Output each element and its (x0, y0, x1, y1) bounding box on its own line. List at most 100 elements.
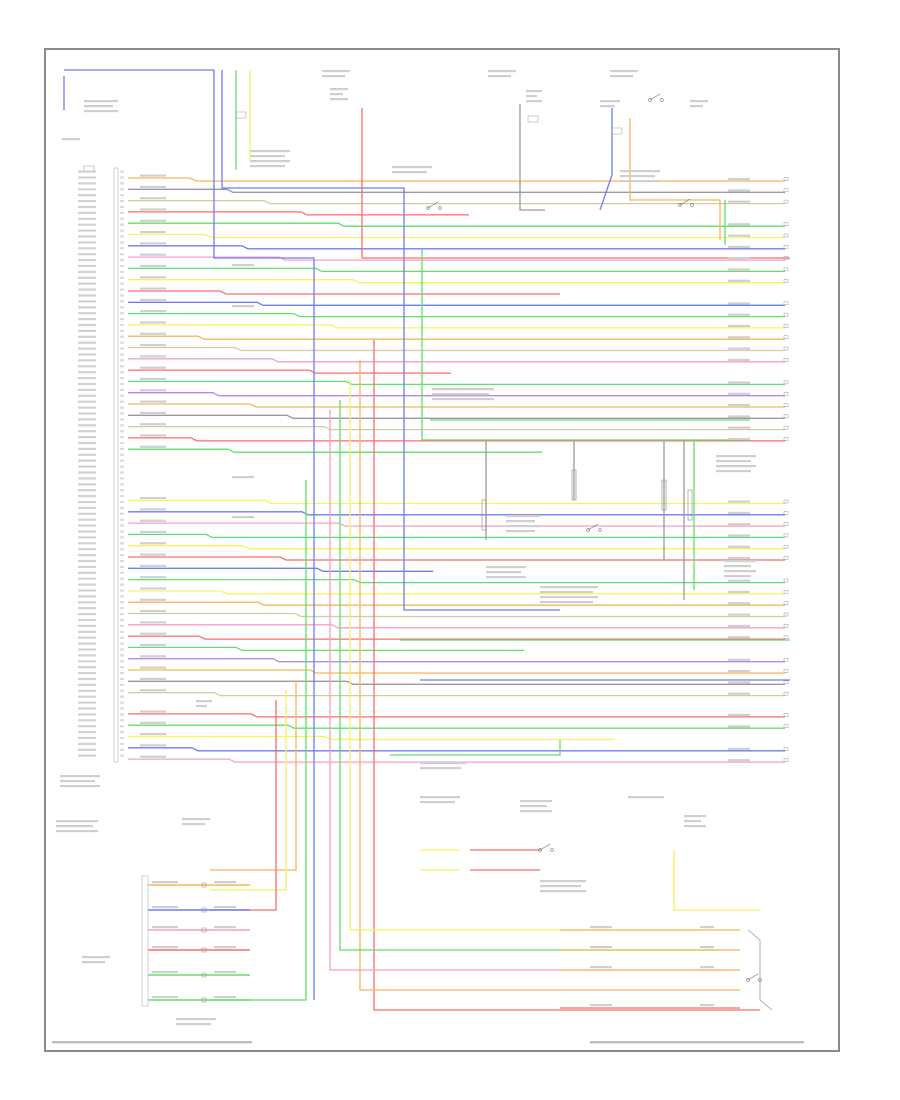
caption-mark (540, 885, 581, 888)
pin-function-mark (78, 294, 96, 297)
pin-function-mark (78, 571, 96, 574)
caption-mark (520, 810, 552, 813)
pin-function-mark (78, 259, 96, 262)
wire-color-code (728, 200, 750, 203)
sensor-element (687, 489, 693, 521)
ignition-switch (660, 98, 664, 102)
harness-wire (128, 758, 785, 763)
pin-number-mark (120, 241, 124, 244)
pin-function-mark (78, 400, 96, 403)
harness-wire (128, 199, 785, 205)
harness-wire (128, 646, 524, 652)
wires-layer (63, 69, 790, 1011)
pin-function-mark (78, 731, 96, 734)
pin-function-mark (78, 559, 96, 563)
pin-number-mark (120, 489, 124, 492)
terminal (783, 747, 789, 751)
wire-color-code (140, 185, 166, 188)
range-switch (747, 929, 773, 1011)
pin-number-mark (120, 382, 124, 386)
harness-wire (128, 222, 785, 227)
caption-mark (232, 476, 254, 479)
terminal (783, 533, 789, 538)
pin-number-mark (120, 176, 124, 179)
pin-number-mark (120, 430, 124, 433)
wire-color-code (140, 632, 166, 635)
wire-color-code (140, 310, 166, 313)
labels-layer (52, 70, 804, 1044)
terminal (783, 669, 789, 673)
pin-function-mark (78, 636, 96, 639)
pin-function-mark (78, 754, 96, 757)
pin-function-mark (78, 335, 96, 338)
caption-mark (432, 398, 494, 401)
pin-number-mark (120, 618, 124, 622)
wire-color-code (140, 564, 166, 567)
vertical-drop-wire (210, 680, 297, 871)
pin-function-mark (78, 654, 96, 657)
harness-wire (128, 511, 785, 516)
pin-function-mark (78, 300, 96, 303)
wire-color-code (214, 926, 236, 929)
caption-mark (716, 455, 756, 458)
pin-number-mark (120, 577, 124, 580)
pin-function-mark (78, 229, 96, 232)
pin-number-mark (120, 329, 124, 332)
pin-number-mark (120, 235, 124, 238)
pin-number-mark (120, 205, 124, 209)
sensor-switch (586, 528, 590, 532)
wire-color-code (152, 971, 178, 974)
pin-function-mark (78, 453, 96, 456)
wire-color-code (728, 415, 750, 418)
harness-wire (128, 358, 785, 363)
caption-mark (486, 576, 526, 579)
pin-number-mark (120, 312, 124, 315)
pin-function-mark (78, 436, 96, 439)
wire-color-code (152, 946, 178, 949)
pin-function-mark (78, 459, 96, 462)
pin-number-mark (120, 347, 124, 350)
wire-color-code (140, 643, 166, 647)
pin-number-mark (120, 412, 124, 415)
pin-function-mark (78, 748, 96, 751)
orange-feed-wire (629, 118, 721, 240)
terminal (783, 177, 789, 181)
terminal (783, 233, 789, 238)
caption-mark (506, 530, 535, 533)
wire-color-code (140, 276, 166, 279)
caption-mark (196, 700, 212, 703)
pin-number-mark (120, 654, 124, 657)
terminal (783, 635, 789, 639)
pin-number-mark (120, 689, 124, 692)
harness-wire (128, 601, 785, 606)
pin-function-mark (78, 371, 96, 374)
pin-number-mark (120, 624, 124, 627)
wire-color-code (140, 598, 166, 601)
caption-mark (330, 98, 348, 101)
pin-function-mark (78, 200, 96, 203)
pin-number-mark (120, 530, 124, 533)
pin-function-mark (78, 430, 96, 433)
terminal (783, 256, 789, 260)
pin-function-mark (78, 288, 96, 291)
terminal (783, 425, 789, 430)
wire-color-code (728, 404, 750, 407)
pin-number-mark (120, 542, 124, 545)
caption-mark (56, 825, 93, 828)
harness-wire (128, 233, 785, 239)
harness-wire (128, 533, 785, 539)
harness-wire (128, 612, 785, 618)
pin-function-mark (78, 530, 96, 533)
pin-function-mark (78, 471, 96, 474)
pin-number-mark (120, 335, 124, 338)
pin-number-mark (120, 170, 124, 173)
wire-color-code (728, 670, 750, 673)
harness-wire (128, 669, 785, 674)
caption-mark (84, 100, 118, 103)
pin-number-mark (120, 613, 124, 616)
pin-function-mark (78, 677, 96, 681)
pin-number-mark (120, 607, 124, 610)
caption-mark (684, 825, 706, 828)
pin-number-mark (120, 736, 124, 740)
neutral-switch (746, 978, 750, 982)
